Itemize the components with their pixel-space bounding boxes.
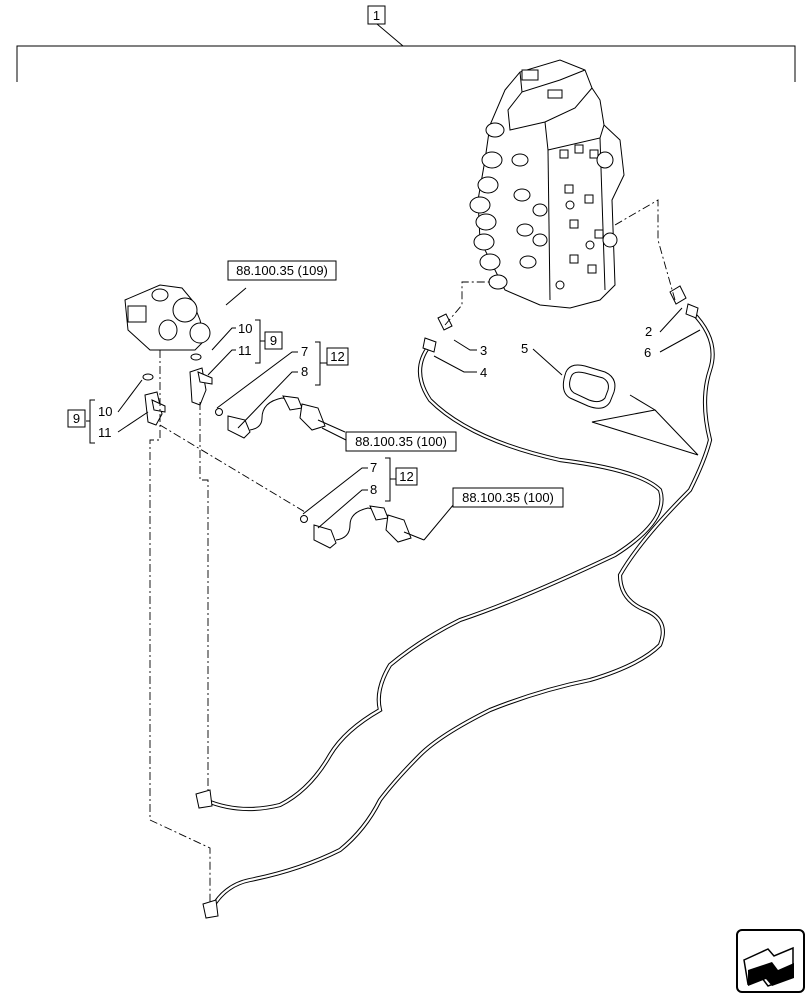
next-page-arrow-icon[interactable] (736, 929, 805, 993)
callout-11-lower: 11 (98, 425, 112, 440)
valve-fitting-2 (669, 285, 687, 305)
group-9-upper: 9 (270, 333, 277, 348)
ref-sensor-upper[interactable]: 88.100.35 (100) (355, 434, 447, 449)
callout-7-upper: 7 (301, 344, 308, 359)
callout-11-upper: 11 (238, 343, 252, 358)
callout-10-upper: 10 (238, 321, 252, 336)
callout-6: 6 (644, 345, 651, 360)
seal-ring (562, 364, 616, 409)
fitting-upper (189, 353, 213, 406)
hoses (195, 303, 715, 919)
callout-leaders (117, 287, 701, 541)
valve-ports (555, 144, 618, 290)
valve-fitting-3 (437, 313, 453, 331)
callout-7-lower: 7 (370, 460, 377, 475)
callout-3: 3 (480, 343, 487, 358)
pressure-sensor-upper (215, 395, 346, 439)
callout-labels: 2 3 4 5 6 7 8 7 8 10 11 10 11 (98, 321, 652, 497)
group-brackets: 9 9 12 12 (67, 319, 418, 502)
ref-pilot-valve[interactable]: 88.100.35 (109) (236, 263, 328, 278)
ref-sensor-lower[interactable]: 88.100.35 (100) (462, 490, 554, 505)
callout-8-upper: 8 (301, 364, 308, 379)
control-valve-block (469, 59, 625, 309)
assembly-leaders (149, 199, 676, 905)
fitting-lower (142, 373, 166, 426)
group-12-lower: 12 (399, 469, 413, 484)
assembly-bracket: 1 (16, 5, 796, 82)
callout-4: 4 (480, 365, 487, 380)
callout-8-lower: 8 (370, 482, 377, 497)
valve-spools (469, 122, 548, 290)
pilot-valve (124, 284, 211, 351)
group-9-lower: 9 (73, 411, 80, 426)
group-12-upper: 12 (330, 349, 344, 364)
assembly-ref: 1 (373, 8, 380, 23)
callout-10-lower: 10 (98, 404, 112, 419)
pressure-sensor-lower (300, 505, 425, 549)
callout-2: 2 (645, 324, 652, 339)
callout-5: 5 (521, 341, 528, 356)
cross-references: 88.100.35 (109) 88.100.35 (100) 88.100.3… (227, 260, 564, 508)
